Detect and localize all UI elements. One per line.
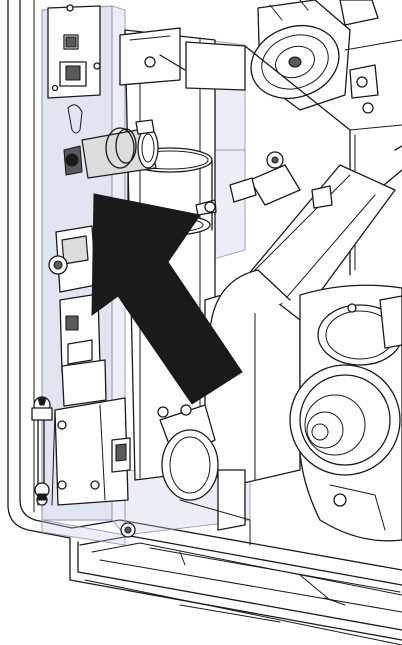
left-components [48,225,107,407]
highlighted-sensor [63,119,159,179]
arrow-icon [91,193,243,405]
lower-manifold [157,269,301,546]
control-panel-plate [47,4,101,134]
fan-housing [289,284,402,542]
base-tray [71,519,402,623]
fan-motor [250,0,402,131]
bracket-plate [51,397,131,506]
base-screw [120,522,136,538]
left-sensor-rod [31,396,53,506]
cabinet-frame [7,0,402,645]
